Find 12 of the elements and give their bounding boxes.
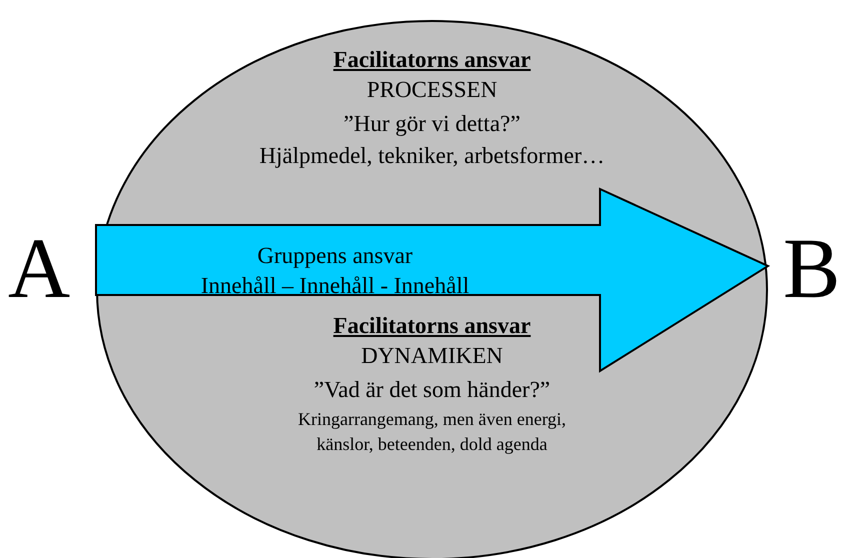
body-text: Hjälpmedel, tekniker, arbetsformer… [258, 142, 606, 170]
question-text: ”Vad är det som händer?” [312, 376, 552, 404]
heading: Facilitatorns ansvar [332, 312, 532, 340]
body-text: Kringarrangemang, men även energi, känslor, beteenden, dold agenda [296, 408, 568, 456]
point-letter: B [783, 225, 840, 311]
heading: Gruppens ansvar [256, 242, 414, 270]
subheading: PROCESSEN [366, 76, 498, 104]
question-text: ”Hur gör vi detta?” [342, 110, 522, 138]
subheading: DYNAMIKEN [360, 342, 504, 370]
point-letter: A [8, 225, 70, 311]
body-text: Innehåll – Innehåll - Innehåll [200, 272, 470, 300]
heading: Facilitatorns ansvar [332, 46, 532, 74]
